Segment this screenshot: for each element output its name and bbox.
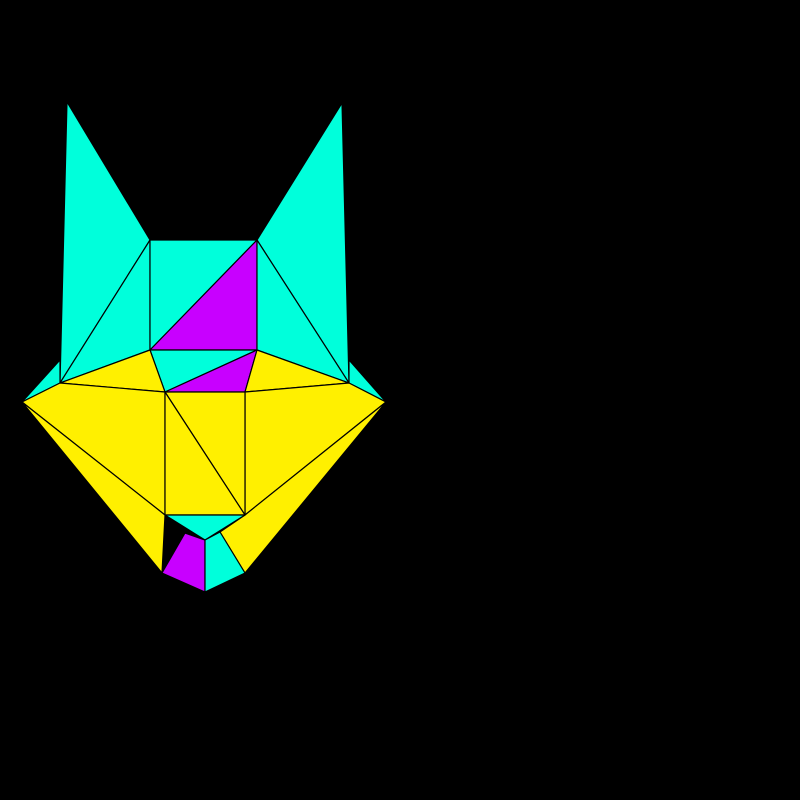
nose-cyan-facet bbox=[164, 514, 246, 541]
fox-head bbox=[21, 101, 387, 593]
left-outer-cheek-facet bbox=[21, 382, 166, 516]
chin-magenta-facet bbox=[161, 532, 206, 593]
right-outer-cheek-facet bbox=[244, 382, 387, 516]
chin-right-facet bbox=[204, 531, 246, 593]
left-jaw-facet bbox=[21, 401, 166, 574]
